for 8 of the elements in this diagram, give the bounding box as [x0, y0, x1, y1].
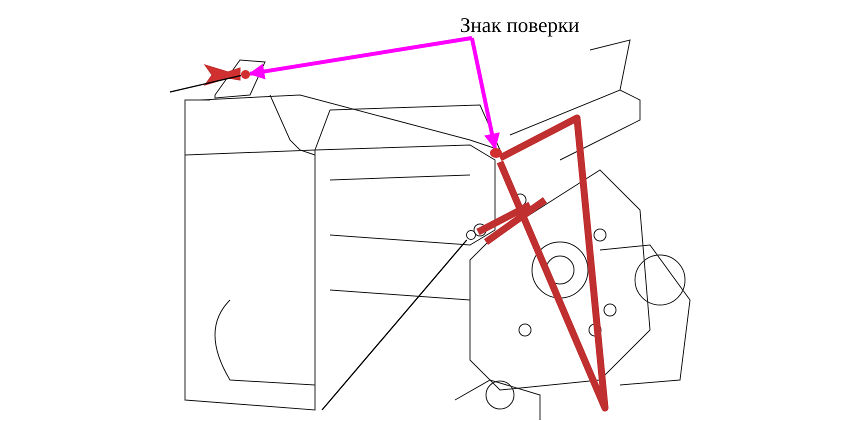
arrow — [248, 36, 472, 80]
bolt-head — [466, 230, 476, 240]
leader-line — [322, 240, 468, 410]
callout-label: Знак поверки — [460, 12, 580, 38]
leader-line — [170, 74, 242, 93]
seal-mark — [241, 70, 250, 79]
seal-mark — [490, 148, 502, 158]
arrow — [470, 38, 500, 150]
